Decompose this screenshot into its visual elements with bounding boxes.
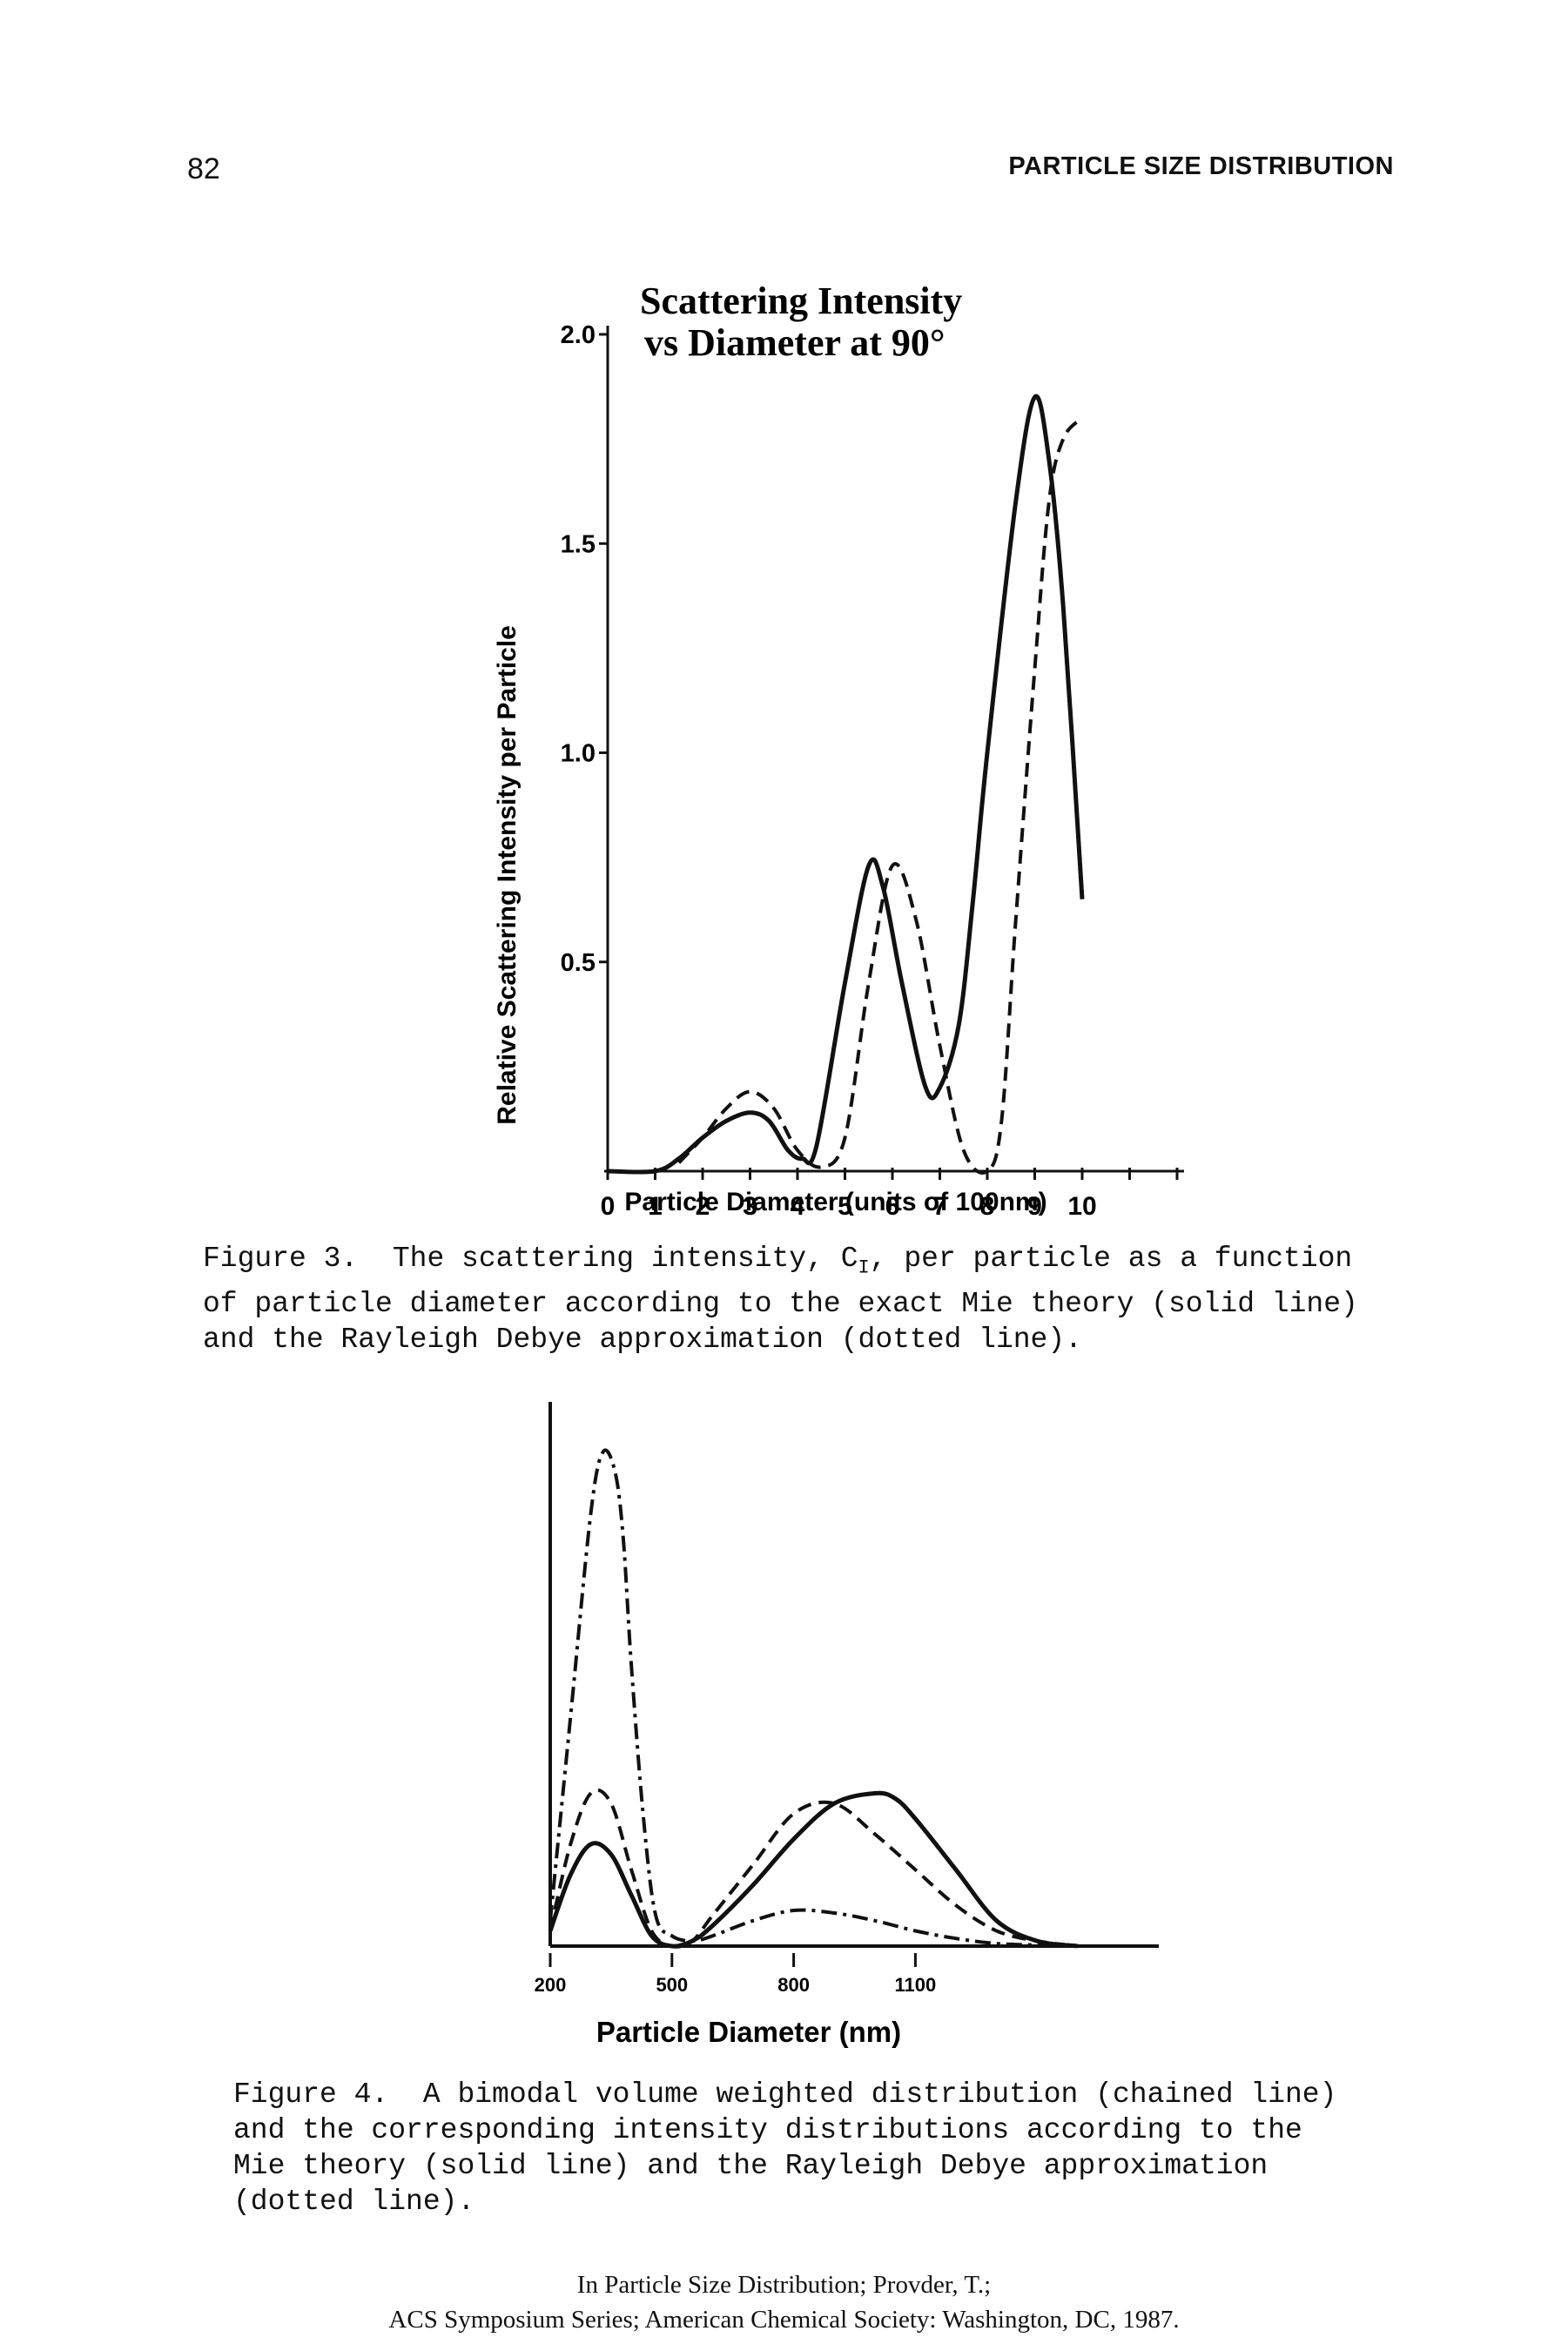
figure-3-x-tick-label: 4 [791,1192,805,1219]
figure-3-series-dashed-line [677,416,1084,1175]
figure-3-x-tick-label: 7 [932,1192,947,1219]
figure-3-y-tick-label: 1.0 [561,740,596,768]
figure-4-series-chained-line [548,1448,1078,1948]
figure-3-x-tick-label: 8 [980,1192,995,1219]
figure-4-x-tick-label: 200 [535,1974,567,1996]
figure-3-axes: 0 1 2 3 4 5 6 7 8 9 10 0.5 1.0 1.5 2.0 [561,321,1184,1219]
figure-4-series-solid-line [548,1790,1079,1949]
figure-3-caption-subscript: I [858,1256,870,1279]
running-head: PARTICLE SIZE DISTRIBUTION [1008,152,1394,180]
figure-3-x-tick-label: 2 [696,1192,710,1219]
figure-3-y-tick-label: 0.5 [561,949,596,977]
figure-3-caption-part-2: , per particle as a function of particle… [203,1243,1358,1356]
figure-4-x-axis-label: Particle Diameter (nm) [596,2016,901,2048]
figure-3-caption-part-1: Figure 3. The scattering intensity, C [203,1243,858,1275]
figure-3-chart: 0 1 2 3 4 5 6 7 8 9 10 0.5 1.0 1.5 2.0 Scattering Inte… [493,280,1184,1219]
figure-3-y-tick-label: 2.0 [561,321,596,349]
figure-3-series-solid-line [607,394,1085,1175]
figure-3-y-tick-label: 1.5 [561,530,596,558]
figure-4-x-tick-label: 1100 [895,1974,937,1996]
figure-4-caption: Figure 4. A bimodal volume weighted dist… [233,2078,1337,2218]
citation-line-2: ACS Symposium Series; American Chemical … [388,2306,1180,2334]
figure-3-x-tick-label: 3 [743,1192,757,1219]
figure-3-x-tick-label: 6 [885,1192,900,1219]
figure-4-axes: 200 500 800 1100 [535,1402,1159,1996]
figure-3-x-tick-label: 0 [601,1192,616,1219]
figure-4-x-tick-label: 800 [777,1974,810,1996]
figure-4-x-tick-label: 500 [656,1974,688,1996]
figure-4-series-dashed-line [548,1788,1079,1949]
citation-line-1: In Particle Size Distribution; Provder, … [576,2271,992,2299]
figure-3-x-tick-label: 9 [1027,1192,1042,1219]
figure-4-series [548,1448,1079,1949]
figure-3-y-axis-label: Relative Scattering Intensity per Partic… [493,625,522,1125]
figure-3-x-tick-label: 10 [1067,1192,1096,1219]
figure-3-series [607,394,1085,1175]
figure-3-x-axis-label: Particle Diameter (units of 100nm) [624,1188,1046,1216]
figure-3-title-line-1: Scattering Intensity [640,280,962,322]
figure-3-caption: Figure 3. The scattering intensity, CI, … [203,1241,1422,1357]
figure-3-title-line-2: vs Diameter at 90° [644,321,945,364]
page-number: 82 [187,152,220,185]
figure-3-x-tick-label: 1 [648,1192,663,1219]
figure-3-x-tick-label: 5 [838,1192,852,1219]
figure-4-chart: 200 500 800 1100 Particle Diameter (nm) [535,1402,1159,2048]
